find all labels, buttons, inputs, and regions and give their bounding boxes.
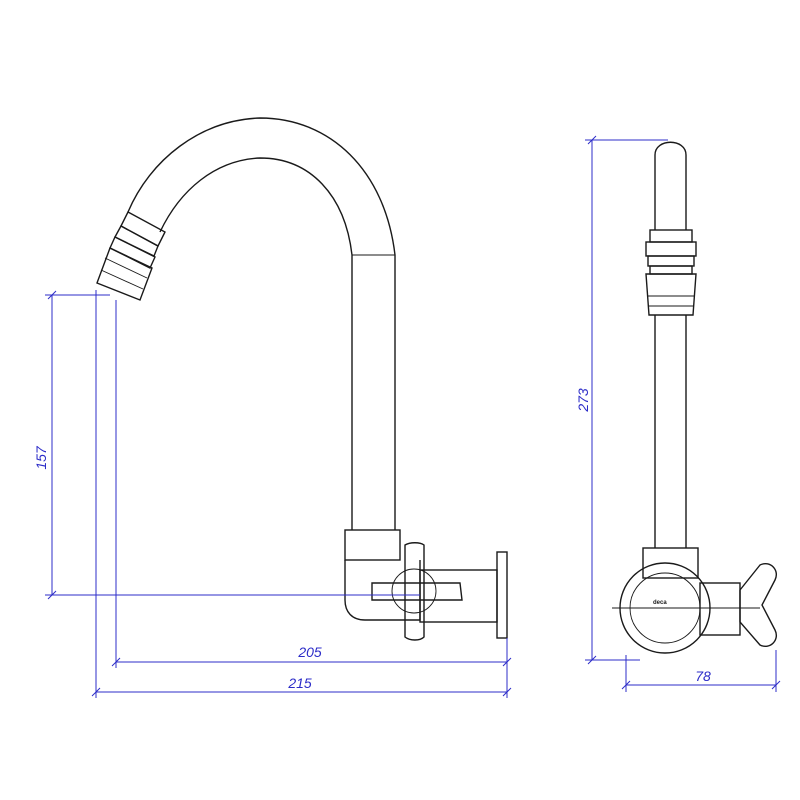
front-view [96, 117, 508, 641]
spout-outer-curve [127, 117, 396, 530]
side-spout-lower [654, 315, 687, 548]
brand-mark: deca [653, 600, 667, 606]
dim-label-205: 205 [297, 644, 322, 660]
side-aerator [645, 229, 697, 316]
wall-flange [496, 551, 508, 639]
side-handle [739, 563, 777, 647]
aerator [96, 211, 166, 301]
dim-label-215: 215 [287, 675, 312, 691]
dim-label-157: 157 [33, 445, 49, 470]
dim-label-78: 78 [695, 668, 711, 684]
side-spout-top [654, 141, 687, 230]
side-view: deca [612, 141, 777, 654]
side-collar [642, 547, 699, 579]
valve-body [419, 569, 498, 623]
dim-157: 157 [33, 290, 420, 600]
cross-handle [371, 542, 463, 641]
dim-205: 205 [111, 300, 512, 668]
dim-273: 273 [575, 135, 668, 665]
dim-215: 215 [91, 290, 512, 698]
body-elbow [344, 560, 421, 621]
dim-label-273: 273 [575, 388, 591, 413]
spout-inner-curve [159, 157, 353, 530]
base-collar [344, 529, 401, 561]
dim-78: 78 [621, 650, 781, 692]
